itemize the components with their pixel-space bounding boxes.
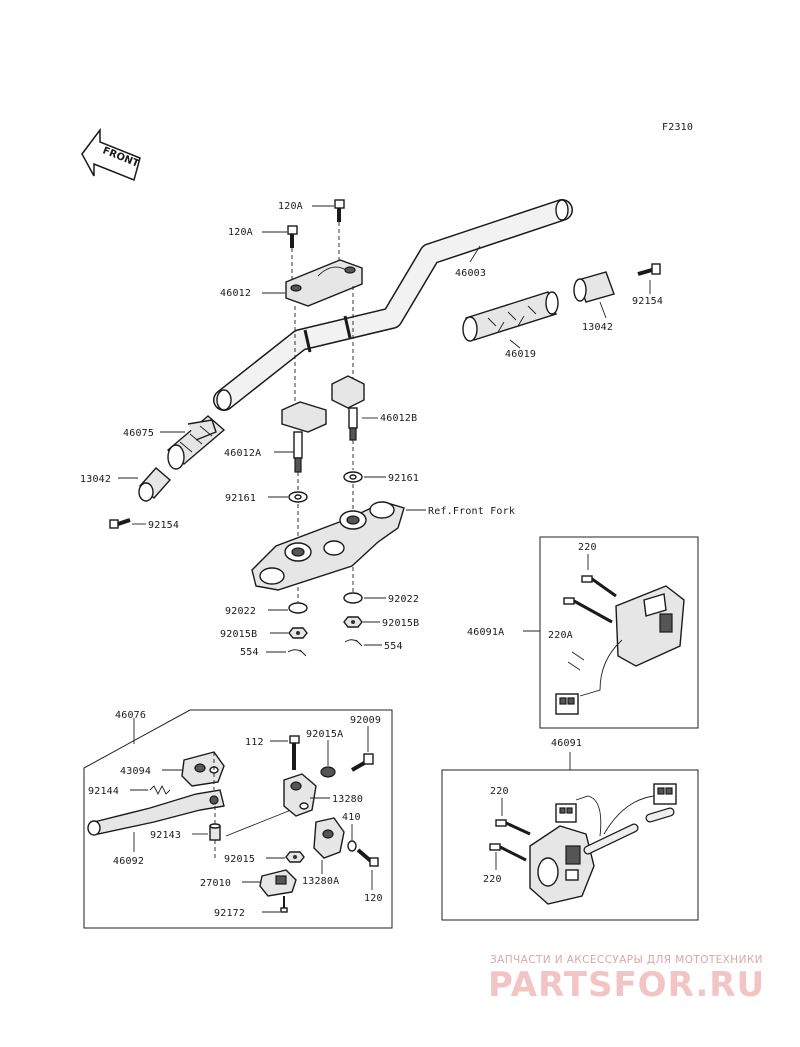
label-ref-front-fork: Ref.Front Fork [428, 506, 515, 517]
label-120: 120 [364, 893, 383, 904]
label-220A-rh: 220A [548, 630, 573, 641]
screw-220-rh [581, 575, 617, 598]
label-92009: 92009 [350, 715, 381, 726]
screw-92009 [351, 753, 374, 772]
screw-220A-rh [563, 597, 613, 624]
switch-46091A [555, 585, 685, 715]
label-92172: 92172 [214, 908, 245, 919]
label-92015B-left: 92015B [220, 629, 257, 640]
spring-92144 [149, 784, 171, 796]
holder-46012B [331, 375, 365, 441]
label-220-rh: 220 [578, 542, 597, 553]
screw-220-lh-bottom [489, 843, 527, 862]
bolt-112 [289, 735, 300, 770]
label-554-left: 554 [240, 647, 259, 658]
label-13042-left: 13042 [80, 474, 111, 485]
holder-13280 [283, 773, 317, 817]
washer-92022-left [288, 602, 308, 614]
label-554-right: 554 [384, 641, 403, 652]
triple-clamp [251, 501, 405, 591]
label-46012: 46012 [220, 288, 251, 299]
label-46091A: 46091A [467, 627, 504, 638]
collar-92143 [209, 823, 221, 841]
washer-92022-right [343, 592, 363, 604]
watermark-caption: ЗАПЧАСТИ И АКСЕССУАРЫ ДЛЯ МОТОТЕХНИКИ [490, 954, 763, 966]
label-27010: 27010 [200, 878, 231, 889]
label-92154-left: 92154 [148, 520, 179, 531]
lever-group-box [83, 709, 393, 929]
bar-end-weight-13042-left [138, 467, 171, 502]
label-92015B-right: 92015B [382, 618, 419, 629]
label-92015A: 92015A [306, 729, 343, 740]
label-120A-left: 120A [228, 227, 253, 238]
label-13280A: 13280A [302, 876, 339, 887]
clutch-lever-46092 [87, 789, 225, 836]
label-112: 112 [245, 737, 264, 748]
label-46019: 46019 [505, 349, 536, 360]
label-46003: 46003 [455, 268, 486, 279]
grip-46075 [166, 415, 226, 470]
label-92144: 92144 [88, 786, 119, 797]
bolt-92154-left [109, 518, 131, 529]
label-46092: 46092 [113, 856, 144, 867]
switch-46091 [529, 783, 677, 905]
label-92161-right: 92161 [388, 473, 419, 484]
label-220-lh-top: 220 [490, 786, 509, 797]
label-46012B: 46012B [380, 413, 417, 424]
screw-220-lh-top [495, 819, 531, 836]
label-46076: 46076 [115, 710, 146, 721]
bolt-120 [356, 848, 379, 867]
label-410: 410 [342, 812, 361, 823]
holder-46012 [285, 259, 363, 307]
label-13042-right: 13042 [582, 322, 613, 333]
label-92022-right: 92022 [388, 594, 419, 605]
grip-46019 [462, 291, 559, 342]
label-92161-left: 92161 [225, 493, 256, 504]
bar-end-weight-13042-right [573, 271, 615, 303]
nut-92015B-right [343, 616, 363, 628]
screw-92172 [280, 896, 288, 913]
label-13280: 13280 [332, 794, 363, 805]
label-46012A: 46012A [224, 448, 261, 459]
label-92022-left: 92022 [225, 606, 256, 617]
bolt-120A-left [287, 225, 298, 248]
washer-410 [347, 840, 357, 852]
label-43094: 43094 [120, 766, 151, 777]
rh-switch-box [539, 536, 699, 729]
label-46075: 46075 [123, 428, 154, 439]
nut-92015B-left [288, 627, 308, 639]
nut-92015 [285, 851, 305, 863]
label-92143: 92143 [150, 830, 181, 841]
bolt-92154-right [637, 263, 661, 276]
cotter-pin-554-left [287, 649, 307, 657]
figure-code: F2310 [662, 122, 693, 133]
holder-13280A [313, 817, 345, 859]
holder-46012A [281, 401, 327, 473]
switch-27010 [259, 869, 297, 897]
watermark-brand: PARTSFOR.RU [488, 965, 765, 1005]
label-46091: 46091 [551, 738, 582, 749]
front-arrow-icon: FRONT [81, 127, 141, 182]
label-220-lh-bottom: 220 [483, 874, 502, 885]
bracket-43094 [181, 751, 225, 787]
label-120A-top: 120A [278, 201, 303, 212]
cotter-pin-554-right [344, 639, 363, 647]
handlebar-46003 [213, 199, 573, 411]
nut-92015A [320, 766, 336, 778]
bolt-120A-top [334, 199, 345, 222]
label-92015: 92015 [224, 854, 255, 865]
label-92154-right: 92154 [632, 296, 663, 307]
